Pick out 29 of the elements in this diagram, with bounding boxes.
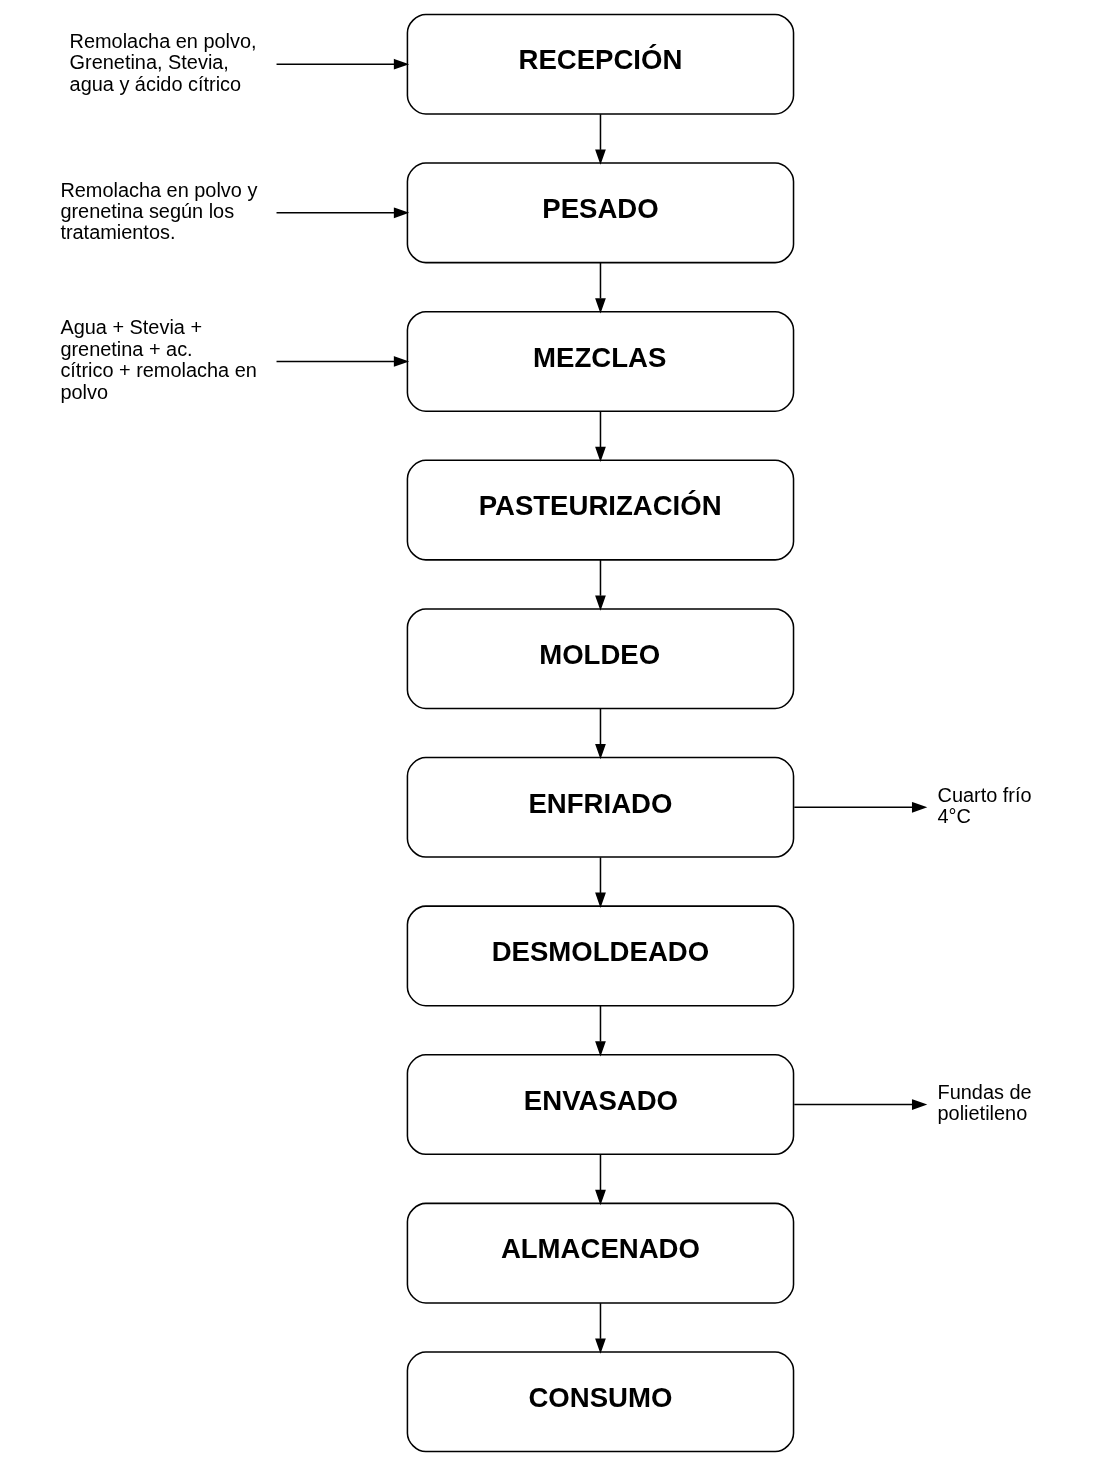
arrow bbox=[595, 559, 606, 611]
node-text: Fundas de polietileno bbox=[937, 1081, 1032, 1125]
node-box: ENVASADO bbox=[406, 1054, 795, 1156]
arrow bbox=[595, 1005, 606, 1057]
arrow bbox=[793, 1099, 928, 1110]
arrow bbox=[793, 801, 928, 813]
node-box: CONSUMO bbox=[406, 1351, 795, 1453]
arrow bbox=[275, 207, 410, 219]
node-text: Agua + Stevia + grenetina + ac. cítrico + remolacha en polvo bbox=[60, 316, 257, 403]
node-box: DESMOLDEADO bbox=[406, 905, 795, 1007]
arrow bbox=[595, 1153, 606, 1206]
node-box: RECEPCIÓN bbox=[406, 13, 795, 115]
node-box: ALMACENADO bbox=[406, 1202, 795, 1304]
arrow bbox=[595, 262, 606, 314]
arrow bbox=[595, 1302, 606, 1354]
arrow bbox=[595, 113, 606, 165]
arrow bbox=[595, 410, 606, 463]
arrow bbox=[275, 58, 410, 70]
node-box: MOLDEO bbox=[406, 608, 795, 710]
arrow bbox=[595, 856, 606, 908]
arrow bbox=[595, 707, 606, 760]
node-box: ENFRIADO bbox=[406, 756, 795, 858]
node-text: Remolacha en polvo, Grenetina, Stevia, agua y ácido cítrico bbox=[69, 29, 257, 95]
node-box: MEZCLAS bbox=[406, 310, 795, 412]
node-text: Cuarto frío 4°C bbox=[937, 783, 1032, 828]
arrow bbox=[275, 356, 410, 367]
node-text: Remolacha en polvo y grenetina según los tratamientos. bbox=[60, 178, 258, 244]
node-box: PESADO bbox=[406, 162, 795, 264]
node-box: PASTEURIZACIÓN bbox=[406, 459, 795, 561]
